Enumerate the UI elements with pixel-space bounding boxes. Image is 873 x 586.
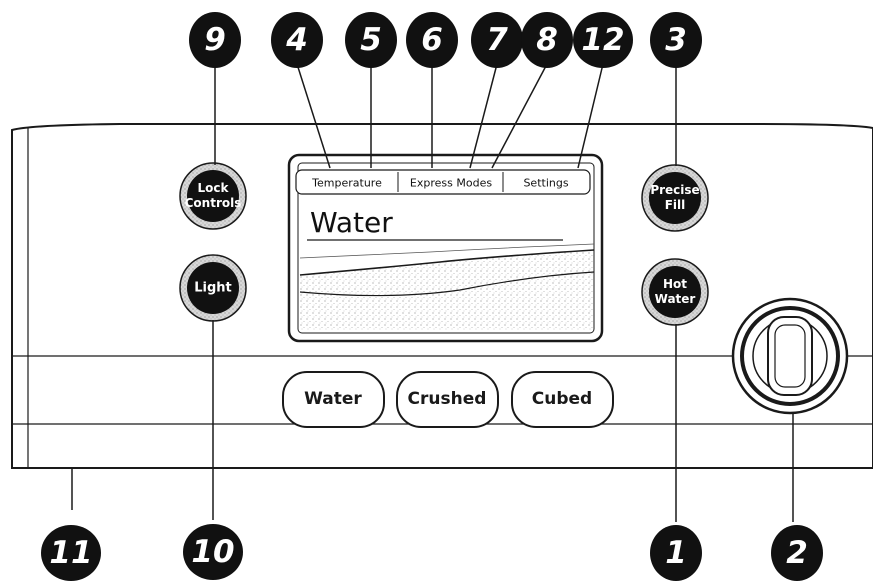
callout-number-8: 8 (536, 22, 558, 58)
callout-number-5: 5 (360, 22, 382, 58)
callout-badges: 9 4 5 6 7 8 12 3 (41, 12, 823, 581)
cubed-dispense-button-shape (511, 371, 614, 428)
dispenser-paddle[interactable] (731, 297, 849, 415)
wave-line-3 (299, 243, 595, 259)
callout-number-11: 11 (49, 535, 92, 571)
hot-water-button-face (649, 266, 701, 318)
lock-controls-label-2: Controls (185, 196, 242, 210)
water-dispense-button-shape (282, 371, 385, 428)
leader-line-12 (577, 63, 604, 169)
water-dispense-button[interactable]: Water (282, 371, 385, 428)
callout-badge-1: 1 (650, 525, 702, 581)
callout-badge-6: 6 (406, 12, 458, 68)
tab-settings[interactable]: Settings (523, 177, 568, 190)
callout-badge-2: 2 (771, 525, 823, 581)
lock-controls-button[interactable]: Lock Controls (179, 162, 247, 230)
callout-badge-4: 4 (271, 12, 323, 68)
callout-badge-5: 5 (345, 12, 397, 68)
callout-badge-3: 3 (650, 12, 702, 68)
callout-number-12: 12 (581, 22, 624, 58)
precise-fill-button-face (649, 172, 701, 224)
wave-line-2 (299, 271, 595, 297)
cubed-dispense-button[interactable]: Cubed (511, 371, 614, 428)
callout-leader-lines (212, 63, 794, 522)
callout-badge-9: 9 (189, 12, 241, 68)
tab-temperature[interactable]: Temperature (311, 177, 382, 190)
callout-number-4: 4 (285, 22, 308, 58)
callout-number-3: 3 (665, 22, 687, 58)
crushed-dispense-button[interactable]: Crushed (396, 371, 499, 428)
callout-number-7: 7 (486, 22, 508, 58)
callout-number-9: 9 (204, 22, 226, 58)
tab-bar (295, 169, 591, 195)
leader-line-7 (469, 63, 498, 169)
light-button[interactable]: Light (179, 254, 247, 322)
precise-fill-label-1: Precise (650, 183, 699, 197)
light-label: Light (194, 281, 232, 296)
callout-number-10: 10 (191, 534, 234, 570)
callout-badge-10: 10 (183, 524, 243, 580)
callout-badge-11: 11 (41, 525, 101, 581)
lock-controls-button-face (187, 170, 239, 222)
precise-fill-label-2: Fill (665, 198, 686, 212)
callout-number-6: 6 (421, 22, 443, 58)
lock-controls-label-1: Lock (198, 181, 230, 195)
tab-express-modes[interactable]: Express Modes (410, 177, 492, 190)
precise-fill-button[interactable]: Precise Fill (641, 164, 709, 232)
water-dispense-label: Water (304, 389, 362, 409)
callout-badge-8: 8 (521, 12, 573, 68)
hot-water-button[interactable]: Hot Water (641, 258, 709, 326)
crushed-dispense-label: Crushed (408, 389, 487, 409)
hot-water-label-1: Hot (663, 277, 687, 291)
hot-water-label-2: Water (655, 292, 696, 306)
callout-number-2: 2 (786, 535, 808, 571)
display-screen: Temperature Express Modes Settings Water (287, 153, 604, 343)
callout-badge-7: 7 (471, 12, 523, 68)
callout-badge-12: 12 (573, 12, 633, 68)
screen-title: Water (310, 206, 393, 239)
wave-fill (300, 250, 594, 330)
leader-line-8 (491, 63, 548, 169)
callout-number-1: 1 (665, 535, 687, 571)
dispenser-paddle-slot-inner (774, 324, 806, 388)
cubed-dispense-label: Cubed (532, 389, 592, 409)
crushed-dispense-button-shape (396, 371, 499, 428)
wave-line-1 (299, 249, 595, 276)
leader-line-4 (296, 63, 331, 169)
light-button-face (187, 262, 239, 314)
